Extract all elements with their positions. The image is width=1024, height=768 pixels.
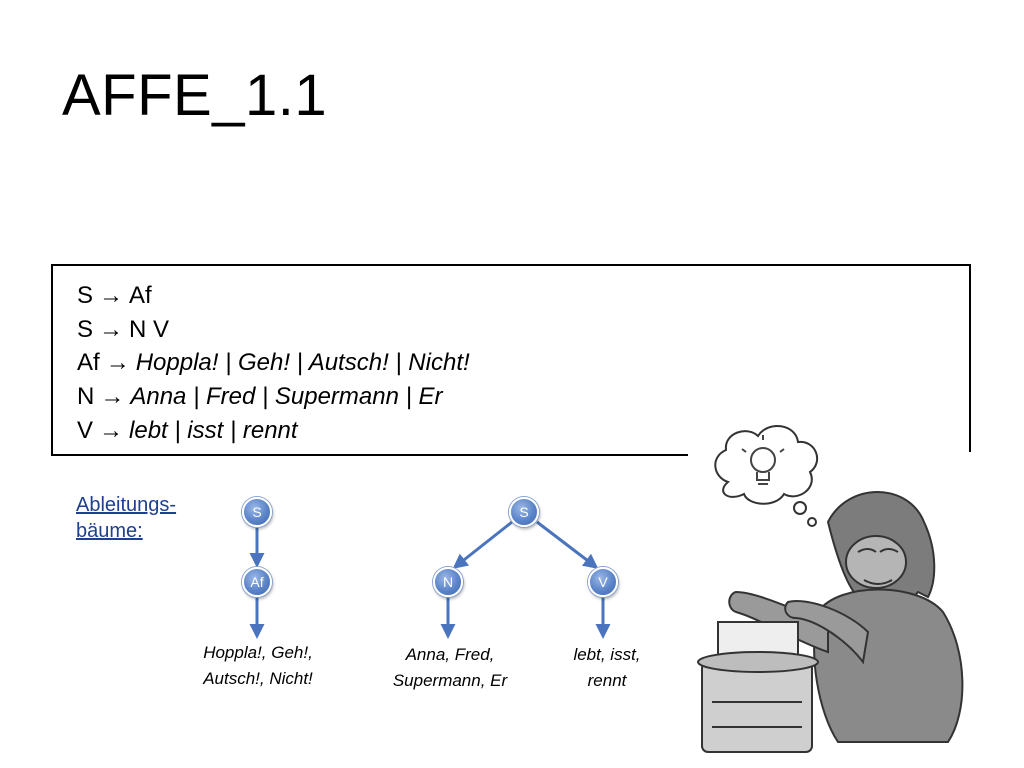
arrow-icon: → bbox=[100, 383, 125, 410]
typewriter-icon bbox=[697, 621, 819, 753]
edge-s-n bbox=[452, 520, 513, 569]
tree2-n-leaf-text: Anna, Fred, Supermann, Er bbox=[370, 642, 530, 694]
derivation-trees-label: Ableitungs- bäume: bbox=[76, 492, 176, 544]
rule-5: V→lebt | isst | rennt bbox=[77, 417, 298, 445]
page-title: AFFE_1.1 bbox=[62, 63, 328, 128]
rule-rhs: N V bbox=[129, 316, 170, 343]
rule-lhs: N bbox=[77, 383, 95, 410]
tree2-v-node: V bbox=[588, 567, 618, 597]
leaf-line: lebt, isst, bbox=[573, 645, 641, 664]
rule-lhs: Af bbox=[77, 349, 100, 376]
tree2-v-leaf-text: lebt, isst, rennt bbox=[550, 642, 664, 694]
leaf-line: Autsch!, Nicht! bbox=[203, 669, 313, 688]
edge-s-v bbox=[536, 520, 599, 569]
ape-figure-icon bbox=[728, 491, 964, 743]
rule-2: S→N V bbox=[77, 316, 169, 344]
thought-bubble-icon bbox=[714, 424, 819, 527]
grammar-rules-box: S→Af S→N V Af→Hoppla! | Geh! | Autsch! |… bbox=[51, 264, 971, 456]
tree2-n-node: N bbox=[433, 567, 463, 597]
rule-3: Af→Hoppla! | Geh! | Autsch! | Nicht! bbox=[77, 349, 470, 377]
leaf-line: rennt bbox=[587, 671, 627, 690]
rule-rhs: Anna | Fred | Supermann | Er bbox=[130, 383, 443, 410]
arrow-icon: → bbox=[99, 282, 124, 309]
tree1-af-node: Af bbox=[242, 567, 272, 597]
rule-4: N→Anna | Fred | Supermann | Er bbox=[77, 383, 443, 411]
label-line: Ableitungs- bbox=[76, 494, 177, 516]
rule-lhs: V bbox=[77, 417, 94, 444]
rule-lhs: S bbox=[77, 282, 94, 309]
rule-rhs: Af bbox=[129, 282, 152, 309]
tree1-leaf-text: Hoppla!, Geh!, Autsch!, Nicht! bbox=[180, 640, 336, 692]
label-line: bäume: bbox=[76, 520, 143, 542]
tree1-root-node: S bbox=[242, 497, 272, 527]
rule-rhs: Hoppla! | Geh! | Autsch! | Nicht! bbox=[135, 349, 470, 376]
leaf-line: Hoppla!, Geh!, bbox=[203, 643, 313, 662]
rule-1: S→Af bbox=[77, 282, 152, 310]
rule-rhs: lebt | isst | rennt bbox=[129, 417, 298, 444]
tree2-root-node: S bbox=[509, 497, 539, 527]
rule-lhs: S bbox=[77, 316, 94, 343]
leaf-line: Anna, Fred, bbox=[405, 645, 495, 664]
leaf-line: Supermann, Er bbox=[392, 671, 508, 690]
arrow-icon: → bbox=[99, 316, 124, 343]
lightbulb-icon bbox=[741, 435, 785, 485]
arrow-icon: → bbox=[99, 417, 124, 444]
arrow-icon: → bbox=[105, 349, 130, 376]
thinking-ape-typewriter-illustration bbox=[688, 424, 978, 762]
